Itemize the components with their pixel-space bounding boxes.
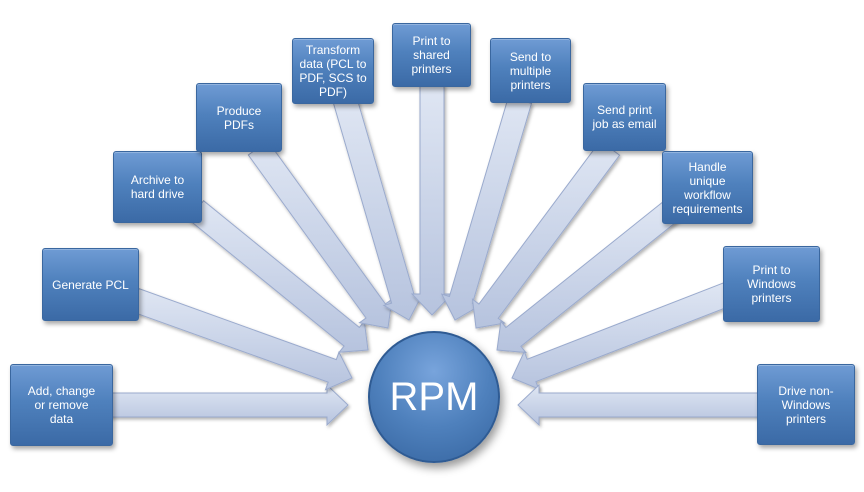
arrow-handle-workflow bbox=[496, 199, 681, 354]
center-label: RPM bbox=[389, 374, 479, 419]
node-archive: Archive to hard drive bbox=[113, 151, 202, 223]
node-produce-pdfs: Produce PDFs bbox=[196, 83, 282, 152]
arrow-add-change-remove bbox=[109, 383, 349, 427]
arrow-send-multiple bbox=[440, 95, 533, 321]
arrow-send-email bbox=[471, 140, 621, 329]
rpm-center-circle: RPM bbox=[368, 331, 500, 463]
node-add-change-remove: Add, change or remove data bbox=[10, 364, 113, 446]
arrow-print-windows bbox=[511, 282, 733, 390]
node-transform-data: Transform data (PCL to PDF, SCS to PDF) bbox=[292, 38, 374, 104]
node-print-shared: Print to shared printers bbox=[392, 23, 471, 87]
arrow-transform-data bbox=[332, 95, 424, 321]
node-drive-non-windows: Drive non- Windows printers bbox=[757, 364, 855, 445]
arrow-drive-non-windows bbox=[517, 383, 761, 427]
node-send-multiple: Send to multiple printers bbox=[490, 38, 571, 103]
arrow-generate-pcl bbox=[130, 288, 353, 391]
node-handle-workflow: Handle unique workflow requirements bbox=[662, 151, 753, 224]
node-print-windows: Print to Windows printers bbox=[723, 246, 820, 322]
arrow-print-shared bbox=[410, 84, 454, 316]
arrow-produce-pdfs bbox=[247, 140, 393, 329]
node-generate-pcl: Generate PCL bbox=[42, 248, 139, 321]
node-send-email: Send print job as email bbox=[583, 83, 666, 151]
arrow-archive bbox=[187, 199, 369, 353]
